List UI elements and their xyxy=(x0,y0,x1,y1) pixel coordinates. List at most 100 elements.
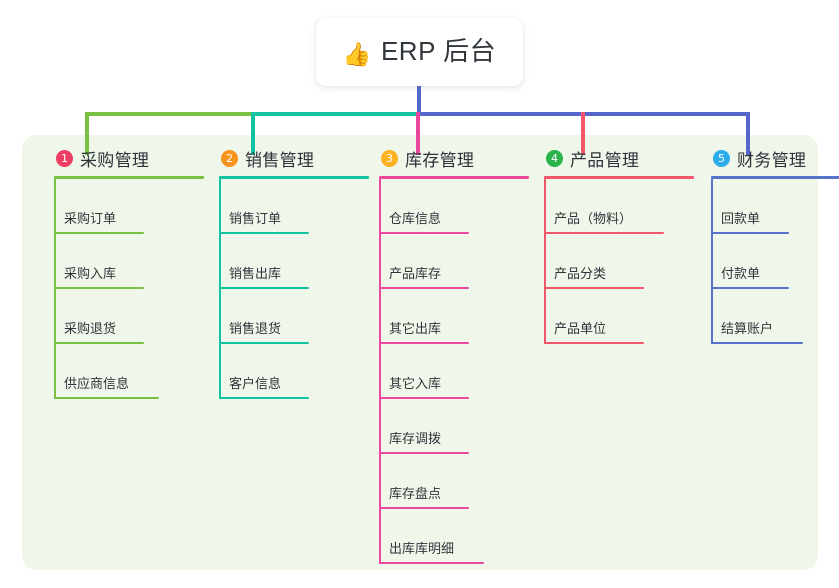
item-stem-connector xyxy=(379,509,381,564)
item-underline xyxy=(711,287,789,289)
column-items: 回款单付款单结算账户 xyxy=(695,179,839,344)
item-underline xyxy=(711,232,789,234)
item-stem-connector xyxy=(219,344,221,399)
item-underline xyxy=(379,452,469,454)
item-stem-connector xyxy=(54,234,56,289)
item-underline xyxy=(54,397,159,399)
column-title: 销售管理 xyxy=(245,150,315,170)
root-node-title: 👍 ERP 后台 xyxy=(343,38,496,66)
item-node[interactable]: 产品库存 xyxy=(363,234,529,289)
item-stem-connector xyxy=(379,454,381,509)
column-items: 仓库信息产品库存其它出库其它入库库存调拨库存盘点出库库明细 xyxy=(363,179,529,564)
item-stem-connector xyxy=(544,179,546,234)
column-underline xyxy=(219,176,369,179)
column-header-1[interactable]: 1 采购管理 xyxy=(38,144,204,172)
column-number-badge: 1 xyxy=(56,149,73,167)
column-title: 库存管理 xyxy=(405,150,475,170)
item-label: 销售出库 xyxy=(229,266,282,281)
column-3: 3 库存管理仓库信息产品库存其它出库其它入库库存调拨库存盘点出库库明细 xyxy=(363,144,529,564)
item-label: 销售订单 xyxy=(229,211,282,226)
item-stem-connector xyxy=(711,289,713,344)
root-node-title-text: ERP 后台 xyxy=(380,36,497,66)
item-underline xyxy=(54,232,144,234)
item-stem-connector xyxy=(219,179,221,234)
item-node[interactable]: 库存盘点 xyxy=(363,454,529,509)
item-node[interactable]: 库存调拨 xyxy=(363,399,529,454)
item-label: 销售退货 xyxy=(229,321,282,336)
column-underline xyxy=(544,176,694,179)
column-items: 产品（物料）产品分类产品单位 xyxy=(528,179,694,344)
item-underline xyxy=(544,342,644,344)
item-stem-connector xyxy=(54,179,56,234)
item-stem-connector xyxy=(379,399,381,454)
item-node[interactable]: 回款单 xyxy=(695,179,839,234)
item-node[interactable]: 仓库信息 xyxy=(363,179,529,234)
item-label: 其它入库 xyxy=(389,376,442,391)
item-label: 库存调拨 xyxy=(389,431,442,446)
item-node[interactable]: 产品单位 xyxy=(528,289,694,344)
item-label: 供应商信息 xyxy=(64,376,130,391)
item-stem-connector xyxy=(544,234,546,289)
item-underline xyxy=(711,342,803,344)
item-underline xyxy=(379,397,469,399)
column-number-badge: 5 xyxy=(713,149,730,167)
item-node[interactable]: 销售退货 xyxy=(203,289,369,344)
item-node[interactable]: 产品（物料） xyxy=(528,179,694,234)
item-node[interactable]: 结算账户 xyxy=(695,289,839,344)
item-label: 出库库明细 xyxy=(389,541,455,556)
item-label: 其它出库 xyxy=(389,321,442,336)
item-stem-connector xyxy=(711,234,713,289)
item-underline xyxy=(219,287,309,289)
column-title: 财务管理 xyxy=(737,150,807,170)
item-node[interactable]: 付款单 xyxy=(695,234,839,289)
item-label: 采购入库 xyxy=(64,266,117,281)
item-underline xyxy=(219,342,309,344)
item-underline xyxy=(219,232,309,234)
thumbs-up-icon: 👍 xyxy=(342,41,372,67)
item-stem-connector xyxy=(711,179,713,234)
root-node-card[interactable]: 👍 ERP 后台 xyxy=(316,18,523,86)
item-stem-connector xyxy=(379,179,381,234)
item-label: 回款单 xyxy=(721,211,761,226)
item-underline xyxy=(379,507,469,509)
column-items: 销售订单销售出库销售退货客户信息 xyxy=(203,179,369,399)
column-title: 采购管理 xyxy=(80,150,150,170)
item-label: 产品单位 xyxy=(554,321,607,336)
item-node[interactable]: 出库库明细 xyxy=(363,509,529,564)
item-node[interactable]: 产品分类 xyxy=(528,234,694,289)
item-stem-connector xyxy=(379,289,381,344)
item-node[interactable]: 其它入库 xyxy=(363,344,529,399)
item-node[interactable]: 采购退货 xyxy=(38,289,204,344)
column-underline xyxy=(379,176,529,179)
item-underline xyxy=(544,287,644,289)
column-underline xyxy=(711,176,839,179)
column-number-badge: 3 xyxy=(381,149,398,167)
item-node[interactable]: 采购入库 xyxy=(38,234,204,289)
item-node[interactable]: 采购订单 xyxy=(38,179,204,234)
item-node[interactable]: 销售出库 xyxy=(203,234,369,289)
item-stem-connector xyxy=(379,344,381,399)
column-5: 5 财务管理回款单付款单结算账户 xyxy=(695,144,839,344)
column-header-5[interactable]: 5 财务管理 xyxy=(695,144,839,172)
column-underline xyxy=(54,176,204,179)
column-title: 产品管理 xyxy=(570,150,640,170)
item-stem-connector xyxy=(544,289,546,344)
column-header-3[interactable]: 3 库存管理 xyxy=(363,144,529,172)
item-node[interactable]: 销售订单 xyxy=(203,179,369,234)
item-label: 产品库存 xyxy=(389,266,442,281)
item-underline xyxy=(54,342,144,344)
column-1: 1 采购管理采购订单采购入库采购退货供应商信息 xyxy=(38,144,204,399)
item-stem-connector xyxy=(54,289,56,344)
item-node[interactable]: 其它出库 xyxy=(363,289,529,344)
item-underline xyxy=(219,397,309,399)
item-node[interactable]: 客户信息 xyxy=(203,344,369,399)
item-label: 采购退货 xyxy=(64,321,117,336)
item-label: 客户信息 xyxy=(229,376,282,391)
item-node[interactable]: 供应商信息 xyxy=(38,344,204,399)
item-underline xyxy=(544,232,664,234)
